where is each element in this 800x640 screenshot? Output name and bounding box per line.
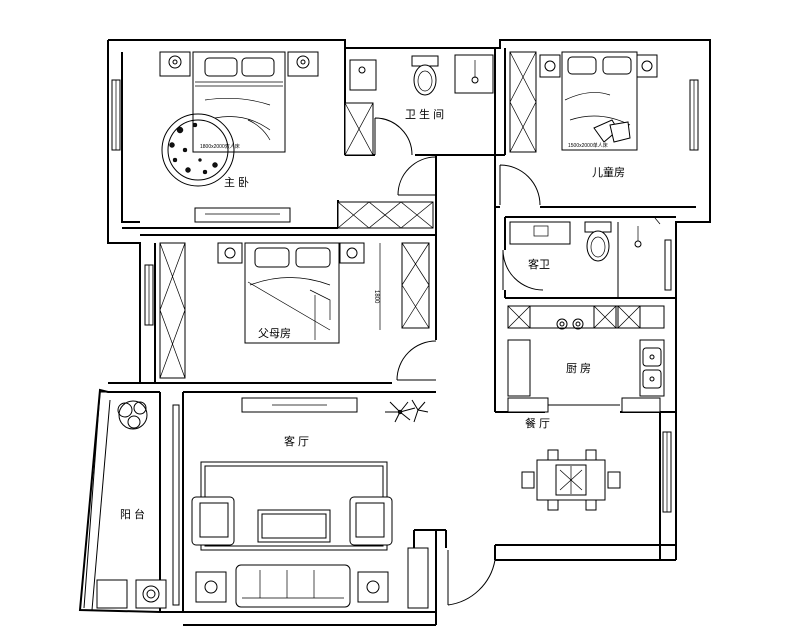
sofa-icon [235, 564, 351, 608]
doors [374, 117, 620, 606]
kids-room-furniture: 1500x2000单人床 儿童房 [509, 51, 658, 179]
plant-icon [117, 400, 148, 430]
room-label-master-bedroom: 主 卧 [224, 176, 249, 189]
guest-bath-fixtures: 客卫 [509, 217, 661, 298]
plant-icon [385, 399, 429, 423]
toilet-icon [411, 55, 439, 96]
toilet-icon [584, 221, 612, 262]
dining-furniture: 餐 厅 [521, 416, 621, 511]
room-label-bathroom: 卫 生 间 [405, 107, 444, 121]
living-room-furniture: 客 厅 [191, 397, 429, 609]
washing-machine-icon [96, 579, 167, 609]
walls [78, 39, 711, 626]
room-label-dining: 餐 厅 [525, 416, 550, 430]
svg-text:1500x2000单人床: 1500x2000单人床 [568, 142, 608, 149]
stove-icon [556, 318, 584, 330]
rug-icon [161, 113, 235, 187]
windows [111, 79, 699, 606]
balcony-fixtures: 阳 台 [96, 400, 167, 609]
svg-text:1800: 1800 [373, 290, 379, 304]
master-bedroom-furniture: 1800x2000双人床 主 卧 [159, 51, 434, 229]
room-label-kitchen: 厨 房 [566, 362, 591, 375]
room-label-parents-room: 父母房 [258, 327, 291, 340]
room-label-guest-bath: 客卫 [528, 257, 550, 271]
armchair-icon [191, 496, 235, 546]
parents-room-furniture: 1800 父母房 [159, 242, 430, 379]
sink-icon [642, 347, 662, 389]
room-label-living: 客 厅 [284, 434, 309, 448]
bed-icon: 1800x2000双人床 [192, 51, 286, 153]
room-label-kids-room: 儿童房 [592, 165, 625, 179]
bed-icon: 1500x2000单人床 [561, 51, 638, 151]
armchair-icon [349, 496, 393, 546]
kitchen-fixtures: 厨 房 [507, 305, 665, 413]
svg-text:1800x2000双人床: 1800x2000双人床 [200, 143, 240, 150]
bathroom-fixtures: 卫 生 间 [344, 54, 494, 156]
dining-table-icon [521, 449, 621, 511]
bed-icon [244, 242, 340, 344]
room-label-balcony: 阳 台 [120, 507, 145, 521]
